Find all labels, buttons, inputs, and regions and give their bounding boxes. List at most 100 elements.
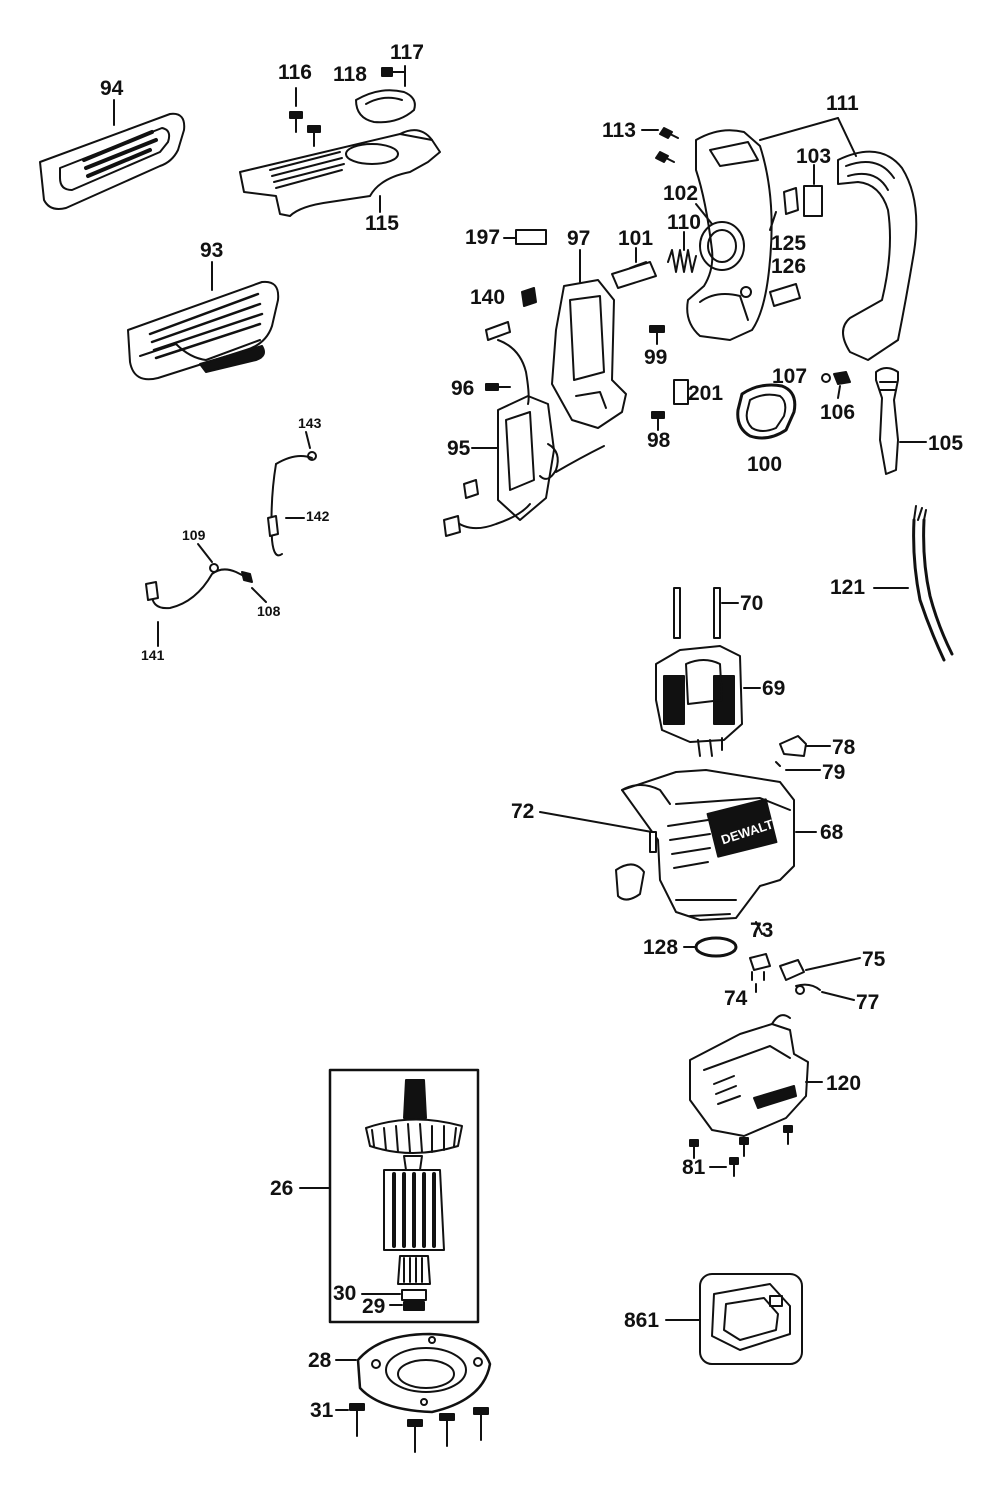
callout-98: 98 bbox=[647, 429, 671, 452]
callout-201: 201 bbox=[688, 382, 724, 405]
callout-93: 93 bbox=[200, 239, 224, 262]
callout-30: 30 bbox=[333, 1282, 357, 1305]
spring-72 bbox=[615, 831, 657, 901]
callout-81: 81 bbox=[682, 1156, 706, 1179]
callout-108: 108 bbox=[257, 603, 281, 619]
leader-72 bbox=[539, 811, 653, 833]
callout-109: 109 bbox=[182, 527, 206, 543]
part-126 bbox=[769, 283, 801, 307]
ring-128 bbox=[694, 936, 738, 958]
rear-handle-111 bbox=[837, 150, 918, 361]
callout-140: 140 bbox=[470, 286, 506, 309]
callout-110: 110 bbox=[667, 211, 701, 234]
callout-118: 118 bbox=[333, 63, 367, 86]
callout-97: 97 bbox=[567, 227, 591, 250]
power-cord-121 bbox=[912, 505, 954, 662]
callout-69: 69 bbox=[762, 677, 786, 700]
screw-118 bbox=[381, 67, 405, 77]
leader-143 bbox=[305, 431, 311, 449]
callout-143: 143 bbox=[298, 415, 322, 431]
leader-102 bbox=[695, 203, 713, 225]
bearing-plate-28 bbox=[356, 1332, 492, 1414]
screw-96 bbox=[485, 383, 511, 391]
motor-housing-68: DEWALT bbox=[621, 769, 795, 921]
callout-105: 105 bbox=[928, 432, 964, 455]
callout-126: 126 bbox=[771, 255, 807, 278]
callout-77: 77 bbox=[856, 991, 880, 1014]
callout-861: 861 bbox=[624, 1309, 660, 1332]
label-197 bbox=[515, 229, 547, 245]
callout-101: 101 bbox=[618, 227, 654, 250]
callout-197: 197 bbox=[465, 226, 501, 249]
callout-79: 79 bbox=[822, 761, 846, 784]
callout-113: 113 bbox=[602, 119, 636, 142]
screws-113 bbox=[655, 127, 679, 163]
brush-74 bbox=[749, 953, 771, 981]
callout-74: 74 bbox=[724, 987, 748, 1010]
parts-106-107 bbox=[821, 371, 851, 385]
switch-assembly-95 bbox=[443, 321, 605, 537]
callout-94: 94 bbox=[100, 77, 124, 100]
callout-29: 29 bbox=[362, 1295, 386, 1318]
callout-117: 117 bbox=[390, 41, 424, 64]
callout-95: 95 bbox=[447, 437, 471, 460]
leader-111b bbox=[837, 117, 857, 157]
screw-98 bbox=[651, 411, 665, 431]
callout-100: 100 bbox=[747, 453, 783, 476]
callout-26: 26 bbox=[270, 1177, 294, 1200]
brush-holder-78 bbox=[779, 735, 807, 757]
knob-117 bbox=[355, 89, 416, 124]
callout-72: 72 bbox=[511, 800, 535, 823]
leader-108 bbox=[251, 587, 267, 603]
inner-housing-97 bbox=[551, 279, 627, 429]
brush-holder-75 bbox=[779, 959, 821, 995]
handle-half-102 bbox=[686, 129, 773, 341]
leader-109 bbox=[197, 543, 213, 563]
screw-79 bbox=[775, 761, 781, 767]
leader-106 bbox=[837, 385, 841, 399]
callout-68: 68 bbox=[820, 821, 844, 844]
leader-73 bbox=[755, 921, 763, 935]
callout-121: 121 bbox=[830, 576, 866, 599]
screws-31 bbox=[349, 1403, 489, 1453]
armature-26 bbox=[365, 1079, 463, 1311]
top-housing-115 bbox=[239, 129, 441, 217]
callout-120: 120 bbox=[826, 1072, 862, 1095]
case-861 bbox=[699, 1273, 803, 1365]
leader-75 bbox=[805, 957, 861, 971]
wire-142 bbox=[267, 451, 317, 557]
callout-141: 141 bbox=[141, 647, 165, 663]
label-201 bbox=[673, 379, 689, 405]
switch-103 bbox=[783, 185, 823, 217]
callout-128: 128 bbox=[643, 936, 679, 959]
callout-96: 96 bbox=[451, 377, 475, 400]
callout-125: 125 bbox=[771, 232, 807, 255]
callout-103: 103 bbox=[796, 145, 832, 168]
callout-116: 116 bbox=[278, 61, 312, 84]
part-140 bbox=[521, 287, 537, 307]
callout-107: 107 bbox=[772, 365, 808, 388]
wire-141 bbox=[145, 563, 253, 610]
leader-125 bbox=[769, 211, 777, 231]
callout-106: 106 bbox=[820, 401, 856, 424]
callout-31: 31 bbox=[310, 1399, 334, 1422]
stator-69 bbox=[655, 645, 743, 757]
callout-28: 28 bbox=[308, 1349, 332, 1372]
cord-guard-105 bbox=[875, 367, 899, 475]
plunger-101 bbox=[611, 261, 657, 289]
callout-78: 78 bbox=[832, 736, 856, 759]
callout-73: 73 bbox=[750, 919, 774, 942]
callout-102: 102 bbox=[663, 182, 699, 205]
callout-115: 115 bbox=[365, 212, 399, 235]
screws-116 bbox=[289, 111, 321, 147]
leader-111a bbox=[759, 117, 839, 141]
callout-111: 111 bbox=[826, 92, 859, 115]
callout-75: 75 bbox=[862, 948, 886, 971]
side-cover-94 bbox=[39, 112, 186, 210]
rods-70 bbox=[673, 587, 721, 639]
spring-110 bbox=[667, 249, 697, 273]
callout-99: 99 bbox=[644, 346, 668, 369]
ring-100 bbox=[736, 383, 797, 440]
